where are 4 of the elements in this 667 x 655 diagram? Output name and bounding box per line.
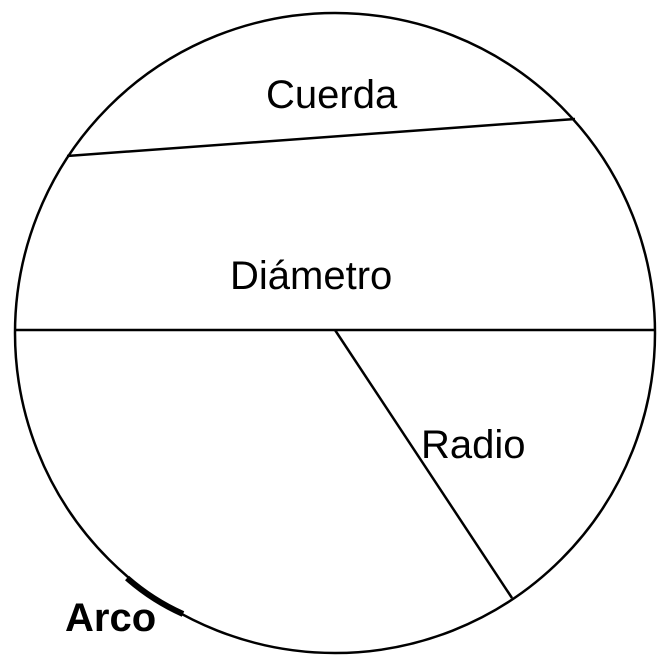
diameter-label: Diámetro — [230, 256, 392, 296]
arc-label: Arco — [65, 598, 156, 638]
chord-label: Cuerda — [266, 75, 398, 115]
radius-label: Radio — [421, 425, 526, 465]
